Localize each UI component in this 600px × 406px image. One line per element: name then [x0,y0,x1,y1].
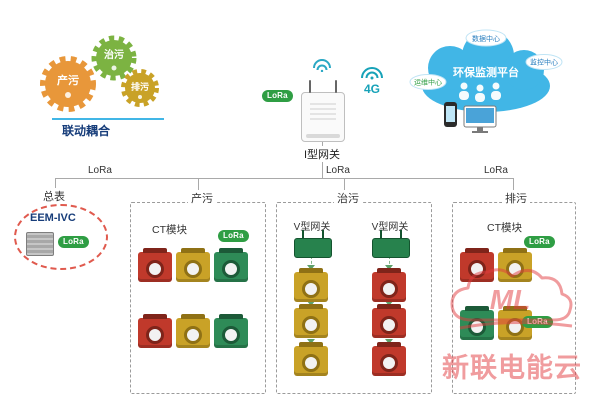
ct-module [214,248,248,282]
bus-lora-label-left: LoRa [88,165,112,176]
monitor-icon [463,105,497,133]
zone-title-paiwu: 排污 [502,190,530,206]
ct-module [294,268,328,302]
v-gateway-label-b: V型网关 [371,222,409,233]
phone-icon [444,102,457,127]
cloud-badge-left: 运维中心 [414,78,442,87]
ct-module [176,248,210,282]
connector-meter-drop [55,178,56,190]
gear-production-icon: 产污 [40,56,96,112]
lora-badge-gateway: LoRa [262,90,293,102]
v-gateway-label-a: V型网关 [293,222,331,233]
watermark-cloud-icon: ML [450,268,573,330]
cloud-badge-right: 监控中心 [530,58,558,67]
gear-production-label: 产污 [57,73,79,87]
connector-bus [55,178,513,179]
lora-badge-paiwu-top: LoRa [524,236,555,248]
main-meter-group [14,204,108,270]
linkage-gears-icon: 产污 治污 排污 [40,35,159,112]
v-gateway-device-icon [372,230,410,258]
4g-label: 4G [364,82,380,96]
ct-module [138,248,172,282]
gear-discharge-label: 排污 [131,81,149,92]
watermark: ML 新联电能云 [432,262,600,402]
ct-module [138,314,172,348]
cloud-badge-left-pill [409,74,447,90]
divider-line [52,118,164,120]
zone-paiwu [452,202,576,394]
bus-lora-label-right: LoRa [484,165,508,176]
ct-module [214,314,248,348]
ct-module [498,248,532,282]
cloud-title: 环保监测平台 [453,65,519,79]
cloud-platform-icon: 数据中心 运维中心 监控中心 环保监测平台 [409,29,563,133]
ct-module [176,314,210,348]
ct-module [294,304,328,338]
users-icon [459,82,501,102]
main-meter-label: 总表 [40,188,68,204]
ct-module-label-chanwu: CT模块 [152,224,187,236]
gateway-base [306,134,340,138]
gear-discharge-icon: 排污 [121,69,159,107]
4g-signal-icon: 4G [361,67,383,96]
wifi-icon [313,59,331,72]
ct-module [372,342,406,376]
eem-ivc-label: EEM-IVC [30,212,76,224]
type1-gateway-device-icon [301,80,345,142]
ct-module [372,304,406,338]
type1-gateway-label: I型网关 [296,146,348,162]
ct-module [372,268,406,302]
lora-badge-meter: LoRa [58,236,89,248]
linkage-caption: 联动耦合 [62,124,111,138]
ct-module-label-paiwu: CT模块 [487,222,522,234]
gear-treatment-icon: 治污 [91,35,137,81]
cloud-badge-top-pill [465,29,507,47]
zone-title-zhiwu: 治污 [334,190,362,206]
v-gateway-device-icon [294,230,332,258]
cloud-badge-top: 数据中心 [472,34,500,43]
gateway-vents [310,103,336,121]
energy-meter-icon [26,232,54,256]
watermark-logo: ML [490,284,530,315]
ct-module [460,248,494,282]
ct-module [294,342,328,376]
cloud-badge-right-pill [525,54,563,70]
lora-badge-chanwu: LoRa [218,230,249,242]
watermark-text: 新联电能云 [442,353,582,383]
gear-treatment-label: 治污 [104,48,124,61]
bus-lora-label-center: LoRa [326,165,350,176]
zone-title-chanwu: 产污 [188,190,216,206]
